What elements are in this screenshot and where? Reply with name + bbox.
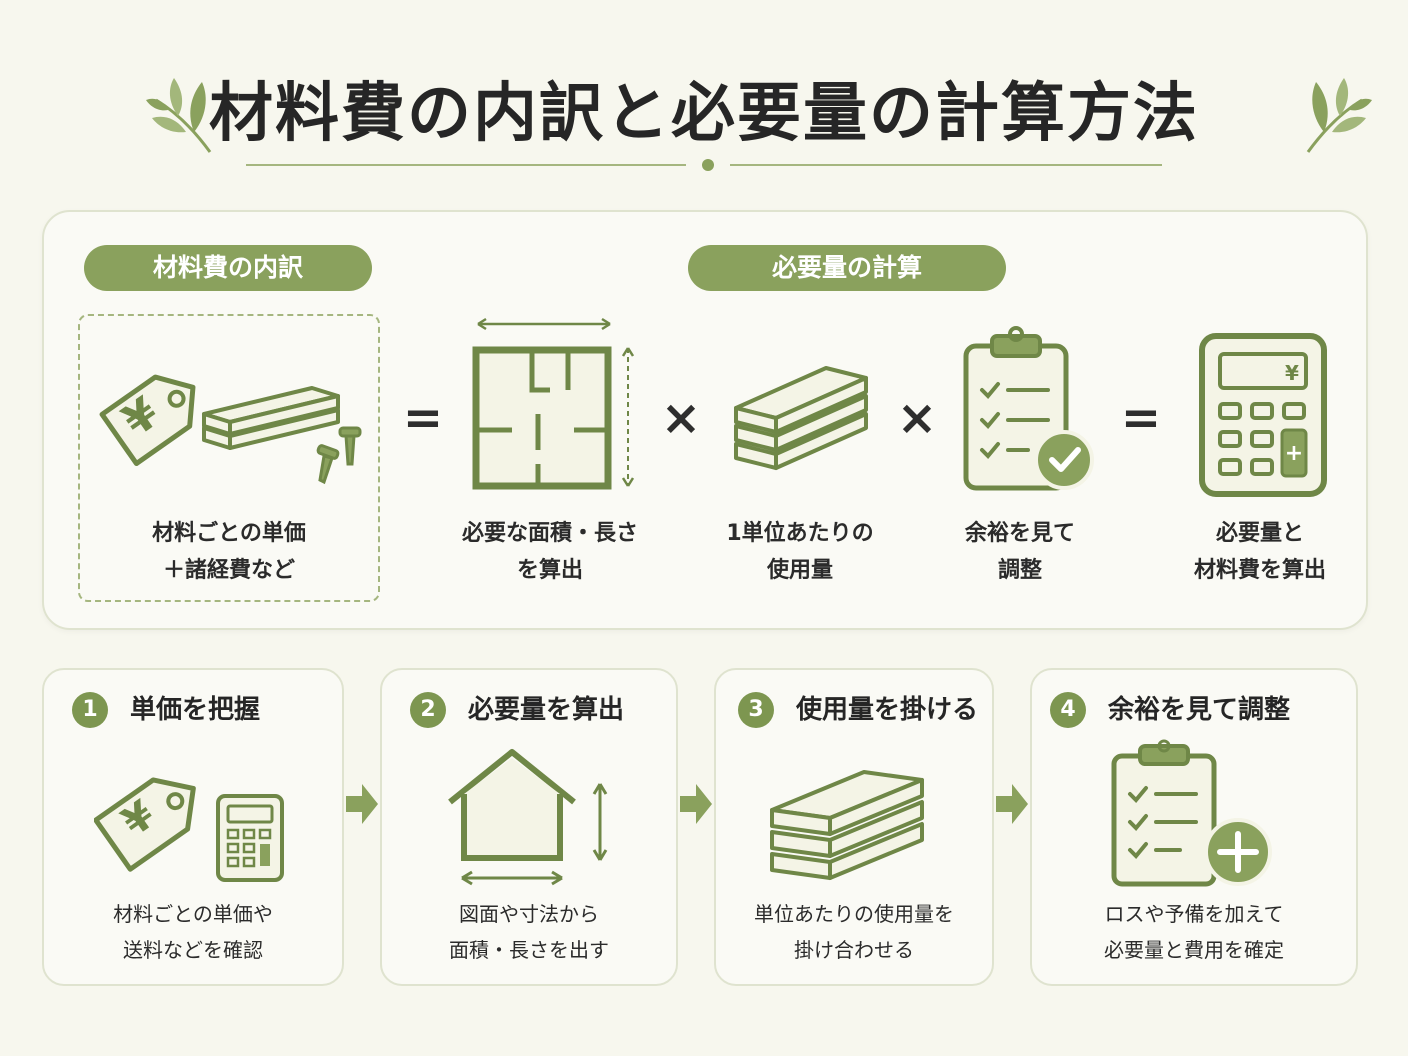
leaf-left-icon	[146, 78, 212, 153]
operator-equals-1: =	[402, 390, 444, 446]
pill-cost-breakdown: 材料費の内訳	[84, 245, 372, 291]
stacked-boards-icon	[734, 366, 868, 470]
calculator-icon: ¥ +	[1199, 333, 1327, 497]
step-title: 使用量を掛ける	[796, 695, 979, 725]
price-tag-with-materials-icon: ¥	[99, 374, 362, 485]
operator-times-2: ×	[896, 390, 938, 446]
term-label-result: 必要量と 材料費を算出	[1193, 521, 1326, 583]
step-title: 必要量を算出	[468, 695, 625, 725]
arrow-right-icon	[680, 784, 712, 824]
step-card-1: 1 単価を把握 ¥ 材料ごとの単価や 送料などを確認	[42, 668, 344, 986]
page-title: 材料費の内訳と必要量の計算方法	[209, 77, 1199, 151]
operator-equals-2: =	[1120, 390, 1162, 446]
term-label-adjust-margin: 余裕を見て 調整	[964, 521, 1075, 583]
arrow-right-icon	[996, 784, 1028, 824]
checklist-icon	[963, 326, 1094, 491]
title-divider	[246, 159, 1162, 171]
leaf-right-icon	[1306, 78, 1372, 153]
step-description: 材料ごとの単価や 送料などを確認	[113, 902, 273, 962]
cost-breakdown-box	[78, 314, 380, 602]
step-number: 1	[72, 692, 108, 728]
step-card-4: 4 余裕を見て調整 ロスや予備を加えて 必要量と費用を確定	[1030, 668, 1358, 986]
arrow-right-icon	[346, 784, 378, 824]
step-number: 4	[1050, 692, 1086, 728]
calculator-plus-symbol: +	[1285, 441, 1303, 466]
step-card-3: 3 使用量を掛ける 単位あたりの使用量を 掛け合わせる	[714, 668, 994, 986]
step-title: 単価を把握	[130, 695, 261, 725]
floor-plan-icon	[472, 317, 635, 490]
term-label-area-length: 必要な面積・長さ を算出	[461, 521, 638, 583]
price-tag-calculator-icon: ¥	[94, 777, 284, 882]
step-description: 単位あたりの使用量を 掛け合わせる	[754, 902, 954, 962]
house-dimensions-icon	[448, 749, 608, 886]
step-description: 図面や寸法から 面積・長さを出す	[449, 902, 609, 962]
operator-times-1: ×	[660, 390, 702, 446]
term-label-unit-cost: 材料ごとの単価 ＋諸経費など	[152, 521, 306, 583]
step-description: ロスや予備を加えて 必要量と費用を確定	[1104, 902, 1284, 962]
step-card-2: 2 必要量を算出 図面や寸法から 面積・長さを出す	[380, 668, 678, 986]
checklist-plus-icon	[1111, 739, 1272, 887]
step-title: 余裕を見て調整	[1108, 695, 1291, 725]
calculator-yen-symbol: ¥	[1285, 361, 1299, 385]
pill-quantity-calc: 必要量の計算	[688, 245, 1006, 291]
term-label-usage-per-unit: 1単位あたりの 使用量	[726, 521, 874, 583]
header: 材料費の内訳と必要量の計算方法	[0, 0, 1408, 190]
step-number: 3	[738, 692, 774, 728]
boards-icon	[770, 770, 924, 880]
step-number: 2	[410, 692, 446, 728]
